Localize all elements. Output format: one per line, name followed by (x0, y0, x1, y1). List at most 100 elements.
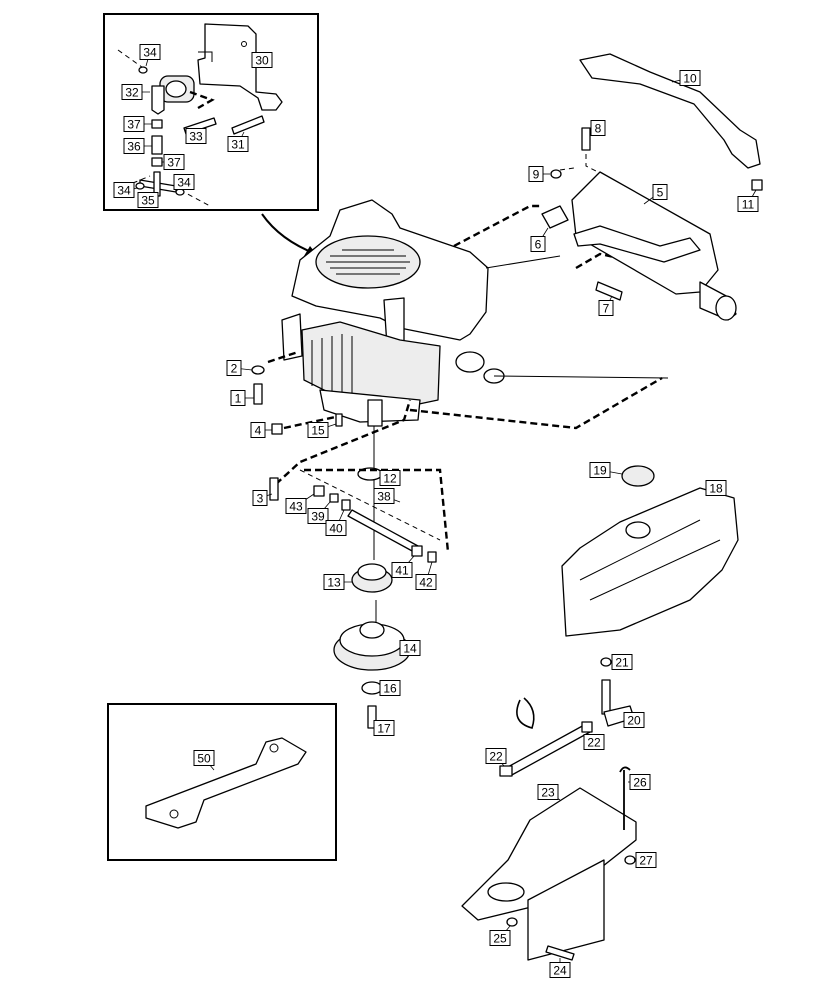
callout-box (537, 784, 559, 800)
callout-box (123, 138, 145, 154)
callout-c20: 20 (623, 712, 645, 728)
callout-box (635, 852, 657, 868)
callout-layer: 1234567891011121314151617181920212222232… (113, 44, 759, 978)
callout-c6: 6 (530, 227, 549, 252)
exhaust-path-line (453, 204, 540, 248)
callout-number: 39 (311, 510, 325, 524)
callout-box (323, 574, 345, 590)
callout-box (589, 462, 611, 478)
callout-box (611, 654, 633, 670)
callout-box (629, 774, 651, 790)
callout-c19: 19 (589, 462, 623, 478)
callout-number: 25 (493, 932, 507, 946)
callout-c42: 42 (415, 561, 437, 590)
callout-number: 24 (553, 964, 567, 978)
callout-c13: 13 (323, 574, 352, 590)
callout-number: 5 (657, 186, 664, 200)
callout-c16: 16 (379, 680, 401, 696)
callout-box (598, 300, 614, 316)
tool-inset (107, 703, 337, 861)
callout-c21: 21 (611, 654, 633, 670)
callout-c32: 32 (121, 84, 150, 100)
callout-c33: 33 (185, 128, 207, 144)
callout-number: 20 (627, 714, 641, 728)
callout-box (705, 480, 727, 496)
callout-c12: 12 (379, 470, 401, 486)
callout-c9: 9 (528, 166, 550, 182)
callout-c2: 2 (226, 360, 253, 376)
callout-number: 41 (395, 564, 409, 578)
callout-number: 3 (257, 492, 264, 506)
callout-c18: 18 (705, 480, 727, 496)
callout-c14: 14 (399, 640, 421, 656)
callout-box (252, 490, 268, 506)
callout-c8: 8 (589, 120, 606, 136)
callout-number: 40 (329, 522, 343, 536)
callout-box (373, 720, 395, 736)
callout-number: 14 (403, 642, 417, 656)
callout-box (399, 640, 421, 656)
callout-c22b: 22 (485, 748, 507, 767)
callout-number: 43 (289, 500, 303, 514)
callout-box (415, 574, 437, 590)
callout-c40: 40 (325, 509, 347, 536)
callout-c7: 7 (598, 295, 614, 316)
callout-number: 22 (489, 750, 503, 764)
callout-number: 34 (143, 46, 157, 60)
callout-box (489, 930, 511, 946)
callout-number: 21 (615, 656, 629, 670)
callout-c50: 50 (193, 750, 215, 771)
callout-box (737, 196, 759, 212)
callout-box (227, 136, 249, 152)
callout-box (137, 192, 159, 208)
callout-box (251, 52, 273, 68)
callout-c34b: 34 (113, 182, 139, 198)
callout-c10: 10 (671, 70, 701, 86)
callout-number: 34 (177, 176, 191, 190)
engine-mount-line (267, 350, 299, 364)
callout-box (652, 184, 668, 200)
callout-number: 42 (419, 576, 433, 590)
callout-box (230, 390, 246, 406)
callout-number: 11 (742, 198, 755, 212)
callout-c37a: 37 (123, 116, 152, 132)
callout-c31: 31 (227, 131, 249, 152)
callout-number: 6 (535, 238, 542, 252)
callout-number: 33 (189, 130, 203, 144)
callout-box (226, 360, 242, 376)
callout-c35: 35 (137, 192, 159, 208)
callout-c39: 39 (307, 501, 331, 524)
callout-number: 36 (127, 140, 141, 154)
fuel-pump-inset (103, 13, 319, 211)
callout-c1: 1 (230, 390, 254, 406)
callout-c41: 41 (391, 555, 415, 578)
callout-number: 37 (167, 156, 181, 170)
callout-box (307, 422, 329, 438)
callout-box (185, 128, 207, 144)
callout-c26: 26 (628, 774, 651, 790)
callout-number: 1 (235, 392, 242, 406)
callout-box (590, 120, 606, 136)
callout-c24: 24 (549, 958, 571, 978)
callout-number: 31 (231, 138, 245, 152)
callout-c34a: 34 (139, 44, 161, 67)
engine-assembly (281, 199, 505, 427)
callout-c34c: 34 (173, 174, 195, 191)
callout-box (121, 84, 143, 100)
callout-c3: 3 (252, 490, 273, 506)
callout-c17: 17 (373, 720, 395, 736)
callout-number: 13 (327, 576, 341, 590)
callout-box (379, 470, 401, 486)
callout-number: 16 (383, 682, 397, 696)
callout-number: 26 (633, 776, 647, 790)
fuel-line-assembly (251, 365, 450, 563)
callout-c15: 15 (307, 422, 337, 438)
callout-box (163, 154, 185, 170)
callout-box (285, 498, 307, 514)
callout-number: 19 (593, 464, 607, 478)
callout-box (549, 962, 571, 978)
callout-number: 9 (533, 168, 540, 182)
callout-box (250, 422, 266, 438)
callout-box (583, 734, 605, 750)
